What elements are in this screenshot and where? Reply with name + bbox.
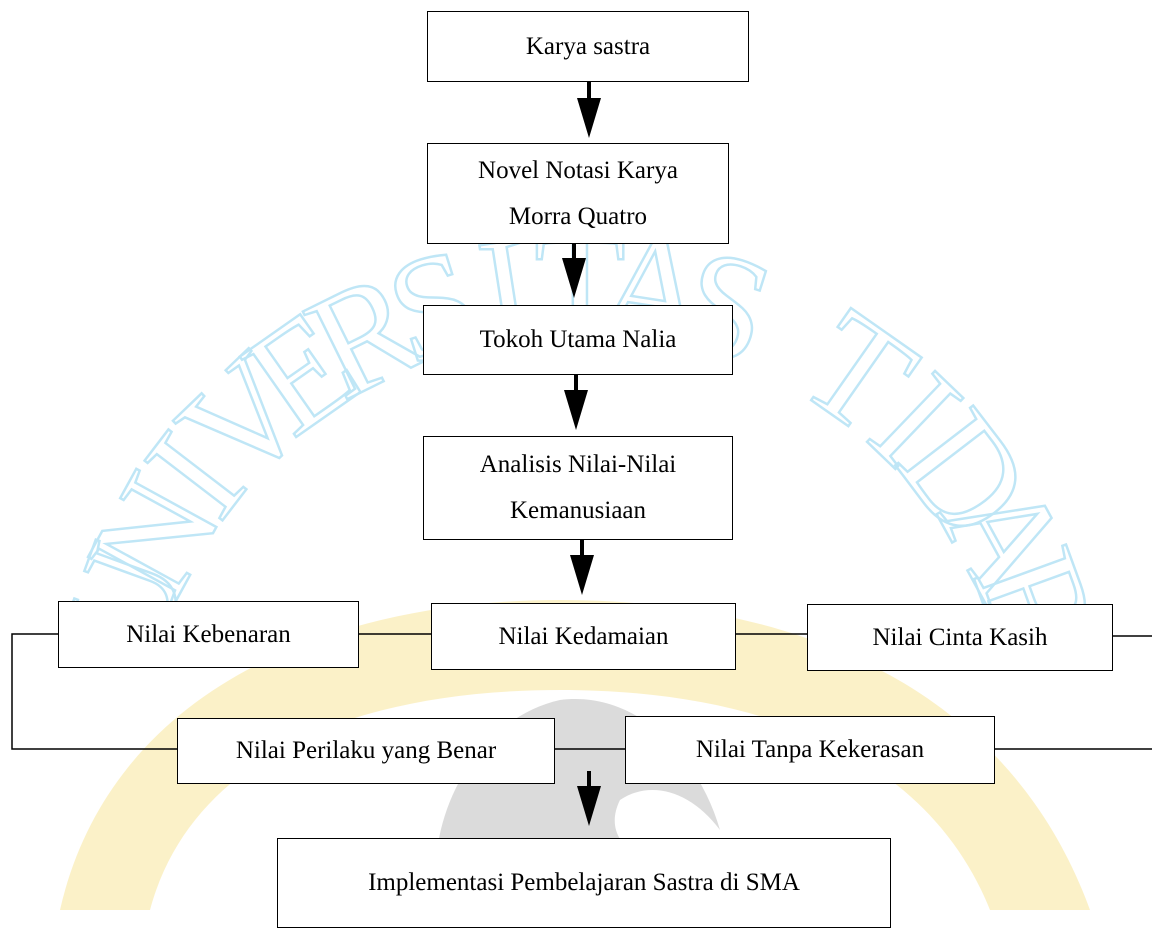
node-analisis: Analisis Nilai-Nilai Kemanusiaan: [423, 436, 733, 540]
node-implementasi: Implementasi Pembelajaran Sastra di SMA: [277, 838, 891, 928]
node-tokoh-utama: Tokoh Utama Nalia: [423, 305, 733, 375]
node-nilai-kedamaian: Nilai Kedamaian: [431, 603, 736, 670]
node-nilai-tanpa-kekerasan: Nilai Tanpa Kekerasan: [625, 716, 995, 784]
node-karya-sastra: Karya sastra: [427, 11, 749, 82]
node-nilai-cinta-kasih: Nilai Cinta Kasih: [807, 604, 1113, 671]
node-nilai-perilaku: Nilai Perilaku yang Benar: [177, 718, 555, 784]
watermark-crescent: [60, 600, 1090, 910]
node-novel-notasi: Novel Notasi Karya Morra Quatro: [427, 143, 729, 244]
node-nilai-kebenaran: Nilai Kebenaran: [58, 601, 359, 668]
connector-left-loop: [11, 633, 177, 750]
